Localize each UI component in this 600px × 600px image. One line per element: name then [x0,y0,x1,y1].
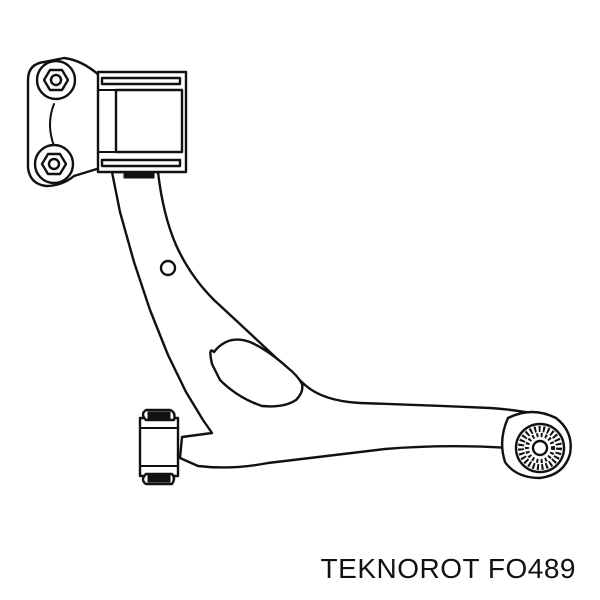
ball-joint-pin [531,439,549,457]
bracket-inner-curve [49,103,55,147]
arm-cutout [209,338,304,408]
ball-joint-knurl [518,426,562,470]
arm-hole [159,259,177,277]
control-arm-body [110,170,547,469]
brand-name: TEKNOROT [320,553,480,584]
front-bushing [96,70,188,179]
part-caption: TEKNOROT FO489 [321,553,576,585]
rear-bushing [138,408,180,486]
lower-nut [33,143,75,185]
part-number: FO489 [487,553,576,584]
upper-nut [35,59,77,101]
